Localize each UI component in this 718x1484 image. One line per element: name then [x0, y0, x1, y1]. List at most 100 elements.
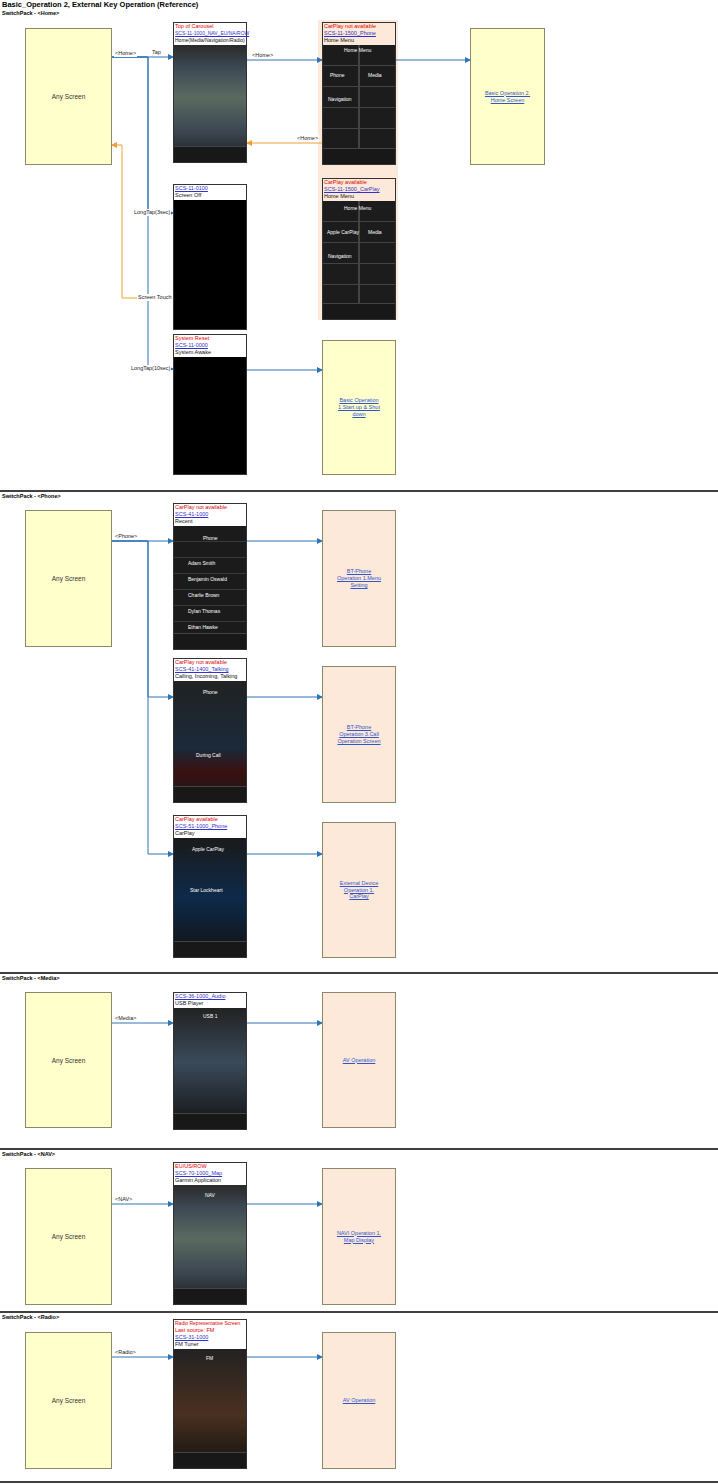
- screen-id-text: System Reset: [175, 335, 245, 342]
- connector: [396, 60, 470, 61]
- climate-bar: [174, 786, 246, 802]
- edge-label: <Home>: [251, 52, 274, 59]
- connector: [247, 1357, 322, 1358]
- screen-image: [174, 200, 246, 329]
- screen-image: [174, 681, 246, 802]
- screen-id-text: SCS-41-1400_Talking: [175, 666, 245, 673]
- screen-image: [174, 526, 246, 649]
- reference-box: Basic Operation 1.Start up & Shut down: [322, 340, 396, 475]
- screen-id-text: Home(Media/Navigation/Radio): [175, 37, 245, 44]
- climate-bar: [174, 1452, 246, 1468]
- link-text: AV Operation: [343, 1057, 376, 1064]
- screen-image: [174, 838, 246, 957]
- screen-id-text: CarPlay: [175, 830, 245, 837]
- screen-text: During Call: [196, 752, 221, 758]
- screen-id-text: SCS-11-1500_Phone: [324, 30, 394, 37]
- screen-text: Navigation: [328, 253, 352, 259]
- link-text: NAVI Operation 1. Map Display: [334, 1230, 384, 1244]
- link-text: AV Operation: [343, 1397, 376, 1404]
- connector: [247, 697, 322, 698]
- screen-id-text: Recent: [175, 518, 245, 525]
- diagram-title: Basic_Operation 2, External Key Operatio…: [2, 0, 198, 9]
- screen-id-text: SCS-31-1000: [175, 1334, 245, 1341]
- screen-box: SCS-11-0100Screen Off: [173, 184, 247, 330]
- screen-box: SCS-36-1000_AudioUSB Player: [173, 992, 247, 1130]
- screen-id-text: Garmin Application: [175, 1177, 245, 1184]
- screen-image: [323, 45, 395, 164]
- screen-text: Phone: [330, 72, 344, 78]
- connector: [247, 541, 322, 542]
- source-box: Any Screen: [25, 28, 112, 165]
- screen-id-text: System Awake: [175, 349, 245, 356]
- screen-image: [174, 357, 246, 474]
- screen-text: Dylan Thomas: [188, 608, 220, 614]
- screen-text: Star Lockheart: [190, 887, 223, 893]
- link-text: Basic Operation 1.Start up & Shut down: [334, 397, 384, 418]
- section-separators: [0, 491, 718, 1482]
- screen-text: Ethan Hawke: [188, 624, 218, 630]
- climate-bar: [174, 941, 246, 957]
- screen-id-text: SCS-11-0000: [175, 342, 245, 349]
- key-label: <Home>: [114, 50, 137, 57]
- link-text: External Device Operation 1. CarPlay: [334, 880, 384, 901]
- screen-header: EU/US/ROWSCS-70-1000_MapGarmin Applicati…: [174, 1163, 246, 1184]
- connector: [112, 541, 173, 854]
- source-box: Any Screen: [25, 1332, 112, 1469]
- screen-text: Adam Smith: [188, 560, 215, 566]
- section-title: SwitchPack - <Radio>: [2, 1314, 59, 1320]
- reference-box: AV Operation: [322, 1332, 396, 1469]
- screen-id-text: SCS-51-1000_Phone: [175, 823, 245, 830]
- box-text: Any Screen: [52, 93, 86, 100]
- climate-bar: [174, 1288, 246, 1304]
- screen-box: CarPlay availableSCS-51-1000_PhoneCarPla…: [173, 815, 247, 958]
- connector: [112, 57, 173, 369]
- screen-id-text: Home Menu: [324, 37, 394, 44]
- reference-box: BT-Phone Operation 1.Menu Setting: [322, 510, 396, 647]
- screen-image: [174, 1349, 246, 1468]
- screen-box: CarPlay not availableSCS-41-1400_Talking…: [173, 658, 247, 803]
- screen-text: Home Menu: [344, 205, 371, 211]
- screen-text: Phone: [203, 689, 217, 695]
- box-text: Any Screen: [52, 1057, 86, 1064]
- screen-text: Apple CarPlay: [192, 846, 224, 852]
- section-title: SwitchPack - <Media>: [2, 975, 59, 981]
- screen-id-text: SCS-11-0100: [175, 185, 245, 192]
- screen-text: Media: [368, 229, 382, 235]
- link-text: BT-Phone Operation 1.Menu Setting: [334, 568, 384, 589]
- reference-box: NAVI Operation 1. Map Display: [322, 1168, 396, 1305]
- screen-text: USB 1: [203, 1013, 217, 1019]
- screen-text: FM: [206, 1355, 213, 1361]
- screen-header: CarPlay not availableSCS-41-1000Recent: [174, 504, 246, 525]
- connector: [247, 1023, 322, 1024]
- box-text: Any Screen: [52, 1233, 86, 1240]
- link-text: Basic Operation 2. Home Screen: [483, 90, 533, 104]
- screen-header: CarPlay not availableSCS-41-1400_Talking…: [174, 659, 246, 680]
- screen-id-text: SCS-41-1000: [175, 511, 245, 518]
- screen-id-text: SCS-70-1000_Map: [175, 1170, 245, 1177]
- screen-text: Media: [368, 72, 382, 78]
- screen-id-text: SCS-11-1500_CarPlay: [324, 186, 394, 193]
- screen-id-text: CarPlay not available: [175, 659, 245, 666]
- screen-text: Phone: [203, 535, 217, 541]
- connector: [112, 1204, 173, 1205]
- screen-id-text: CarPlay available: [324, 179, 394, 186]
- connector: [112, 541, 173, 697]
- screen-id-text: Calling, Incoming, Talking: [175, 673, 245, 680]
- edge-label: Tap: [151, 49, 162, 56]
- screen-box: Radio Representative ScreenLast source: …: [173, 1319, 247, 1469]
- edge-label: LongTap(3sec): [133, 209, 171, 216]
- source-box: Any Screen: [25, 1168, 112, 1305]
- reference-box: AV Operation: [322, 992, 396, 1128]
- screen-id-text: Screen Off: [175, 192, 245, 199]
- connector: [112, 1357, 173, 1358]
- screen-header: CarPlay availableSCS-11-1500_CarPlayHome…: [323, 179, 395, 200]
- connector: [112, 145, 173, 298]
- screen-id-text: Radio Representative Screen: [175, 1320, 245, 1327]
- climate-bar: [323, 148, 395, 164]
- screen-box: CarPlay not availableSCS-11-1500_PhoneHo…: [322, 22, 396, 165]
- screen-text: Navigation: [328, 96, 352, 102]
- screen-id-text: SCS-36-1000_Audio: [175, 993, 245, 1000]
- screen-header: SCS-36-1000_AudioUSB Player: [174, 993, 246, 1007]
- section-title: SwitchPack - <Phone>: [2, 493, 61, 499]
